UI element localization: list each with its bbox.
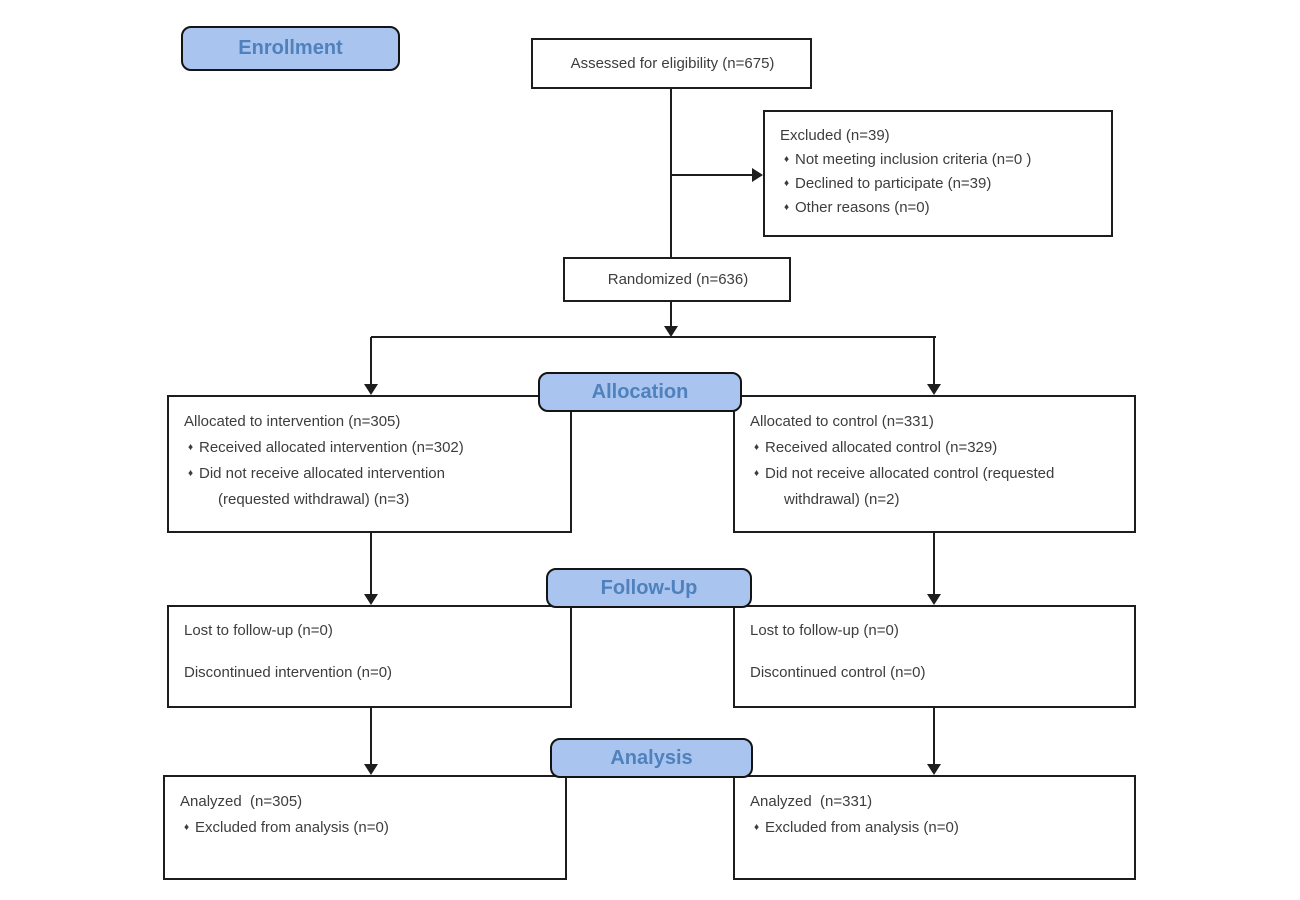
arrowhead-down-icon [927,594,941,605]
phase-label-follow-up: Follow-Up [546,568,752,608]
bullet-line: Received allocated intervention (n=302) [199,439,464,456]
box-analysis-intervention-list: ♦ Excluded from analysis (n=0) [178,815,553,841]
bullet-line: Not meeting inclusion criteria (n=0 ) [795,151,1032,168]
box-followup-control-line1: Lost to follow-up (n=0) [750,622,899,639]
arrowhead-down-icon [664,326,678,337]
diamond-bullet-icon: ♦ [187,468,194,479]
arrowhead-down-icon [364,594,378,605]
bullet-item: ♦ Received allocated intervention (n=302) [182,435,558,461]
box-excluded: Excluded (n=39) ♦ Not meeting inclusion c… [763,110,1113,237]
connector-randomized-to-branch [670,302,672,327]
phase-label-enrollment: Enrollment [181,26,400,71]
connector-allocation-to-followup-right [933,533,935,594]
box-followup-control-line2: Discontinued control (n=0) [750,664,926,681]
box-assessed-eligibility: Assessed for eligibility (n=675) [531,38,812,89]
connector-to-excluded [671,174,752,176]
bullet-text: Received allocated intervention (n=302) [199,435,558,461]
arrowhead-down-icon [364,764,378,775]
box-allocated-intervention-list: ♦ Received allocated intervention (n=302)… [182,435,558,513]
bullet-line: Excluded from analysis (n=0) [765,819,959,836]
diamond-bullet-icon: ♦ [183,822,190,833]
arrowhead-down-icon [927,764,941,775]
bullet-line: Did not receive allocated intervention [199,465,445,482]
connector-branch-horizontal [371,336,936,338]
bullet-text: Not meeting inclusion criteria (n=0 ) [795,148,1099,172]
bullet-line: Other reasons (n=0) [795,199,930,216]
box-followup-control: Lost to follow-up (n=0) Discontinued con… [733,605,1136,708]
box-allocated-intervention: Allocated to intervention (n=305) ♦ Recei… [167,395,572,533]
box-analysis-intervention: Analyzed (n=305) ♦ Excluded from analysis… [163,775,567,880]
box-allocated-control-list: ♦ Received allocated control (n=329) ♦ Did … [748,435,1122,513]
connector-allocation-to-followup-left [370,533,372,594]
box-excluded-list: ♦ Not meeting inclusion criteria (n=0 ) ♦ D… [778,148,1099,220]
box-assessed-text: Assessed for eligibility (n=675) [570,55,775,72]
box-allocated-control: Allocated to control (n=331) ♦ Received a… [733,395,1136,533]
box-randomized: Randomized (n=636) [563,257,791,302]
arrowhead-right-icon [752,168,763,182]
bullet-item: ♦ Did not receive allocated control (requ… [748,461,1122,513]
box-followup-intervention: Lost to follow-up (n=0) Discontinued int… [167,605,572,708]
phase-label-analysis: Analysis [550,738,753,778]
bullet-line: (requested withdrawal) (n=3) [218,491,410,508]
bullet-text: Received allocated control (n=329) [765,435,1122,461]
bullet-item: ♦ Excluded from analysis (n=0) [178,815,553,841]
box-analysis-control: Analyzed (n=331) ♦ Excluded from analysis… [733,775,1136,880]
arrowhead-down-icon [364,384,378,395]
bullet-item: ♦ Declined to participate (n=39) [778,172,1099,196]
box-analysis-control-title: Analyzed (n=331) [750,793,873,810]
bullet-text: Did not receive allocated control (reque… [765,461,1122,513]
bullet-line: withdrawal) (n=2) [784,491,900,508]
connector-assessed-to-randomized [670,89,672,257]
box-analysis-intervention-title: Analyzed (n=305) [180,793,303,810]
bullet-text: Other reasons (n=0) [795,196,1099,220]
bullet-text: Excluded from analysis (n=0) [195,815,553,841]
bullet-item: ♦ Other reasons (n=0) [778,196,1099,220]
bullet-text: Did not receive allocated intervention (r… [199,461,558,513]
box-excluded-title: Excluded (n=39) [780,127,890,144]
bullet-item: ♦ Not meeting inclusion criteria (n=0 ) [778,148,1099,172]
diamond-bullet-icon: ♦ [753,822,760,833]
arrowhead-down-icon [927,384,941,395]
box-allocated-control-title: Allocated to control (n=331) [750,413,934,430]
bullet-line: Declined to participate (n=39) [795,175,992,192]
bullet-text: Declined to participate (n=39) [795,172,1099,196]
bullet-item: ♦ Did not receive allocated intervention (… [182,461,558,513]
diamond-bullet-icon: ♦ [783,154,790,165]
connector-followup-to-analysis-left [370,708,372,764]
box-allocated-intervention-title: Allocated to intervention (n=305) [184,413,401,430]
bullet-item: ♦ Received allocated control (n=329) [748,435,1122,461]
diamond-bullet-icon: ♦ [783,202,790,213]
diamond-bullet-icon: ♦ [187,442,194,453]
connector-followup-to-analysis-right [933,708,935,764]
box-followup-intervention-line1: Lost to follow-up (n=0) [184,622,333,639]
box-analysis-control-list: ♦ Excluded from analysis (n=0) [748,815,1122,841]
bullet-line: Excluded from analysis (n=0) [195,819,389,836]
phase-label-allocation: Allocation [538,372,742,412]
diamond-bullet-icon: ♦ [783,178,790,189]
diamond-bullet-icon: ♦ [753,468,760,479]
bullet-line: Did not receive allocated control (reque… [765,465,1055,482]
bullet-item: ♦ Excluded from analysis (n=0) [748,815,1122,841]
diamond-bullet-icon: ♦ [753,442,760,453]
box-randomized-text: Randomized (n=636) [607,271,749,288]
connector-branch-to-allocation-right [933,337,935,385]
box-followup-intervention-line2: Discontinued intervention (n=0) [184,664,393,681]
bullet-text: Excluded from analysis (n=0) [765,815,1122,841]
bullet-line: Received allocated control (n=329) [765,439,998,456]
connector-branch-to-allocation-left [370,337,372,385]
